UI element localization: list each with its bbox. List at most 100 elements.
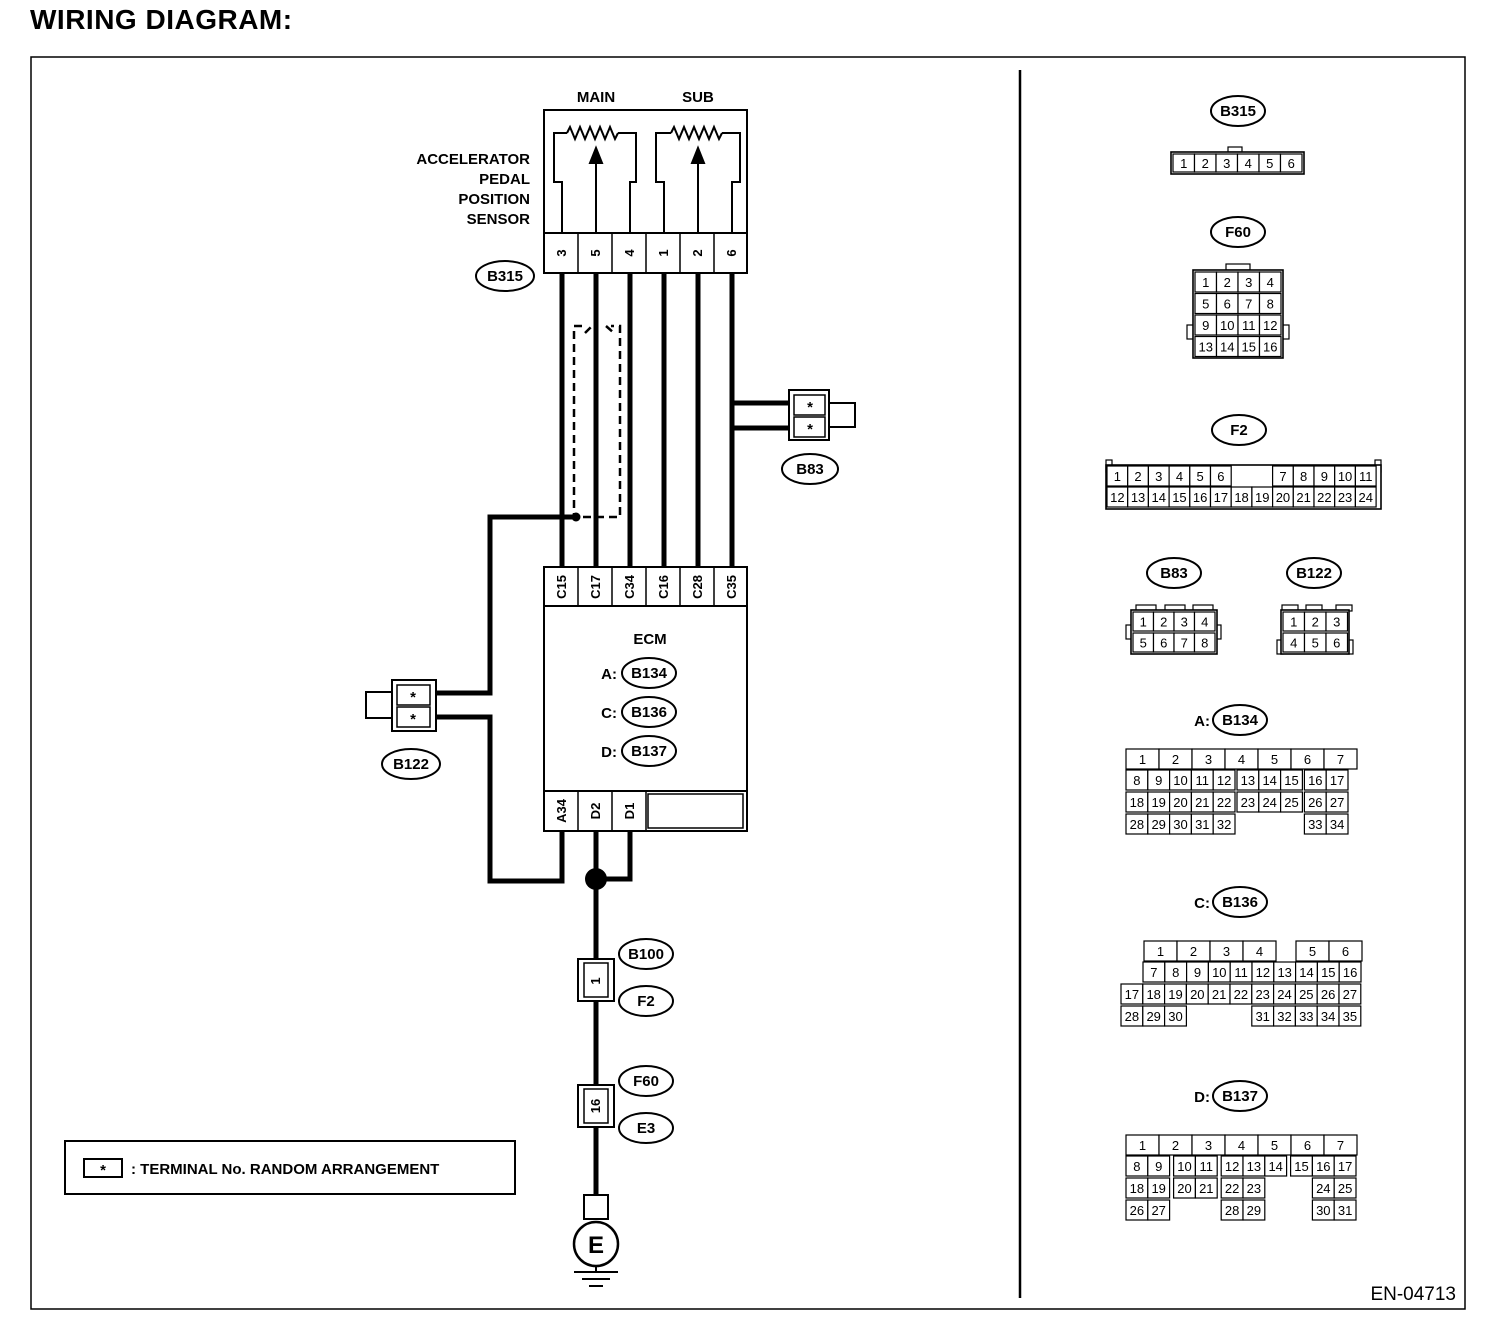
- b134-view-prefix: A:: [1194, 713, 1210, 730]
- b136-view-pin: 4: [1256, 944, 1263, 959]
- ecm-pin: C17: [588, 575, 603, 599]
- b134-view-pin: 13: [1241, 773, 1255, 788]
- b136-view-pin: 10: [1212, 965, 1226, 980]
- f2-view-pin: 10: [1338, 469, 1352, 484]
- b136-view-prefix: C:: [1194, 895, 1210, 912]
- ground-path: 1 B100 F2 16 F60 E3 E: [572, 868, 674, 1287]
- b136-view-pin: 9: [1194, 965, 1201, 980]
- f60-view-pin: 6: [1224, 297, 1231, 312]
- b136-view-pin: 16: [1343, 965, 1357, 980]
- b137-view-pin: 28: [1225, 1203, 1239, 1218]
- b122-pin: *: [410, 689, 416, 706]
- f60-view-pin: 11: [1242, 318, 1256, 333]
- b136-view-pin: 14: [1299, 965, 1313, 980]
- b136-view-pin: 19: [1168, 987, 1182, 1002]
- b122-pin: *: [410, 711, 416, 728]
- ecm-pin: C35: [724, 575, 739, 599]
- b136-view-pin: 20: [1190, 987, 1204, 1002]
- b315-view-pin: 3: [1223, 156, 1230, 171]
- b136-view-pin: 30: [1168, 1009, 1182, 1024]
- f60-view-pin: 7: [1245, 297, 1252, 312]
- b136-view-pin: 33: [1299, 1009, 1313, 1024]
- b83-view-pin: 5: [1140, 636, 1147, 651]
- b134-view-pin: 30: [1173, 817, 1187, 832]
- b136-view-pin: 3: [1223, 944, 1230, 959]
- b136-view-badge: C:B136: [1194, 886, 1268, 918]
- b137-view-badge: D: B137: [1194, 1080, 1268, 1112]
- f2-view-pin: 12: [1110, 490, 1124, 505]
- b137-view-pin: 10: [1177, 1159, 1191, 1174]
- b83-pin: *: [807, 399, 813, 416]
- b137-view-pin: 7: [1337, 1138, 1344, 1153]
- sensor-pin-dividers: [577, 233, 715, 273]
- b134-view-pin: 12: [1217, 773, 1231, 788]
- shielded-wire-outline: [572, 324, 622, 519]
- sensor-label-line: POSITION: [458, 191, 530, 208]
- b136-view-pin: 1: [1157, 944, 1164, 959]
- f60-view-pin: 13: [1199, 340, 1213, 355]
- b137-view-id: B137: [1222, 1088, 1258, 1105]
- diagram-frame: [30, 56, 1466, 1310]
- b136-view-pin: 7: [1150, 965, 1157, 980]
- b134-view-id: B134: [1222, 712, 1259, 729]
- b83-connector-id: B83: [796, 461, 824, 478]
- f60-view-pin: 4: [1267, 275, 1274, 290]
- ecm-connector-prefix: A:: [601, 666, 617, 683]
- b134-view-pin: 23: [1241, 795, 1255, 810]
- b136-view-pin: 32: [1277, 1009, 1291, 1024]
- accelerator-pedal-position-sensor: MAIN SUB ACCELERATOR PEDAL POSITION SENS…: [416, 89, 748, 292]
- b136-view-pin: 23: [1255, 987, 1269, 1002]
- sensor-connector-id: B315: [487, 268, 523, 285]
- b137-view-pin: 13: [1247, 1159, 1261, 1174]
- b136-view-pin: 26: [1321, 987, 1335, 1002]
- ecm-pin: C28: [690, 575, 705, 599]
- f60-view-id: F60: [1225, 224, 1251, 241]
- main-potentiometer-symbol: [553, 124, 637, 233]
- sensor-pin: 5: [588, 249, 603, 256]
- b137-view-pin: 17: [1338, 1159, 1352, 1174]
- sensor-label-line: SENSOR: [467, 211, 531, 228]
- b137-view-pin: 31: [1338, 1203, 1352, 1218]
- b137-view-prefix: D:: [1194, 1089, 1210, 1106]
- page-title: WIRING DIAGRAM:: [30, 4, 293, 35]
- b137-view-pin: 16: [1316, 1159, 1330, 1174]
- b134-view-pin: 3: [1205, 752, 1212, 767]
- b134-view-pin: 34: [1330, 817, 1344, 832]
- b137-view-pin: 30: [1316, 1203, 1330, 1218]
- f60-view-badge: F60: [1210, 216, 1266, 248]
- b136-view-pin: 27: [1343, 987, 1357, 1002]
- b134-view-pin: 33: [1308, 817, 1322, 832]
- b134-view-pin: 20: [1173, 795, 1187, 810]
- b134-view-pin: 14: [1262, 773, 1276, 788]
- f60-view-pin: 5: [1202, 297, 1209, 312]
- b122-view-badge: B122: [1286, 557, 1342, 589]
- ground-conn1-id: F2: [637, 993, 655, 1010]
- b136-view-pin: 34: [1321, 1009, 1335, 1024]
- sensor-pin: 4: [622, 249, 637, 257]
- b83-view-pin: 3: [1181, 615, 1188, 630]
- f60-view-pin: 9: [1202, 318, 1209, 333]
- b137-view-pin: 25: [1338, 1181, 1352, 1196]
- sensor-pin: 2: [690, 249, 705, 256]
- b137-view-pin: 23: [1247, 1181, 1261, 1196]
- legend-box: * : TERMINAL No. RANDOM ARRANGEMENT: [64, 1140, 516, 1195]
- f60-view-pin: 8: [1267, 297, 1274, 312]
- b136-view-pin: 17: [1125, 987, 1139, 1002]
- b134-view-pin: 1: [1139, 752, 1146, 767]
- sensor-connector-badge: [475, 260, 535, 292]
- f2-view-pin: 14: [1152, 490, 1166, 505]
- b83-view-pin: 6: [1160, 636, 1167, 651]
- b137-view-pin: 2: [1172, 1138, 1179, 1153]
- b136-view-pin: 31: [1255, 1009, 1269, 1024]
- f2-view-pin: 5: [1197, 469, 1204, 484]
- b136-view-pin: 22: [1234, 987, 1248, 1002]
- f2-view-pin: 3: [1155, 469, 1162, 484]
- b83-joint-connector: * * B83: [781, 389, 856, 485]
- b83-view-id: B83: [1160, 565, 1188, 582]
- f60-view-pin: 12: [1263, 318, 1277, 333]
- ecm-pin: D2: [588, 803, 603, 820]
- f2-view-pin: 21: [1296, 490, 1310, 505]
- legend-symbol: *: [100, 1162, 106, 1179]
- b136-view-pin: 25: [1299, 987, 1313, 1002]
